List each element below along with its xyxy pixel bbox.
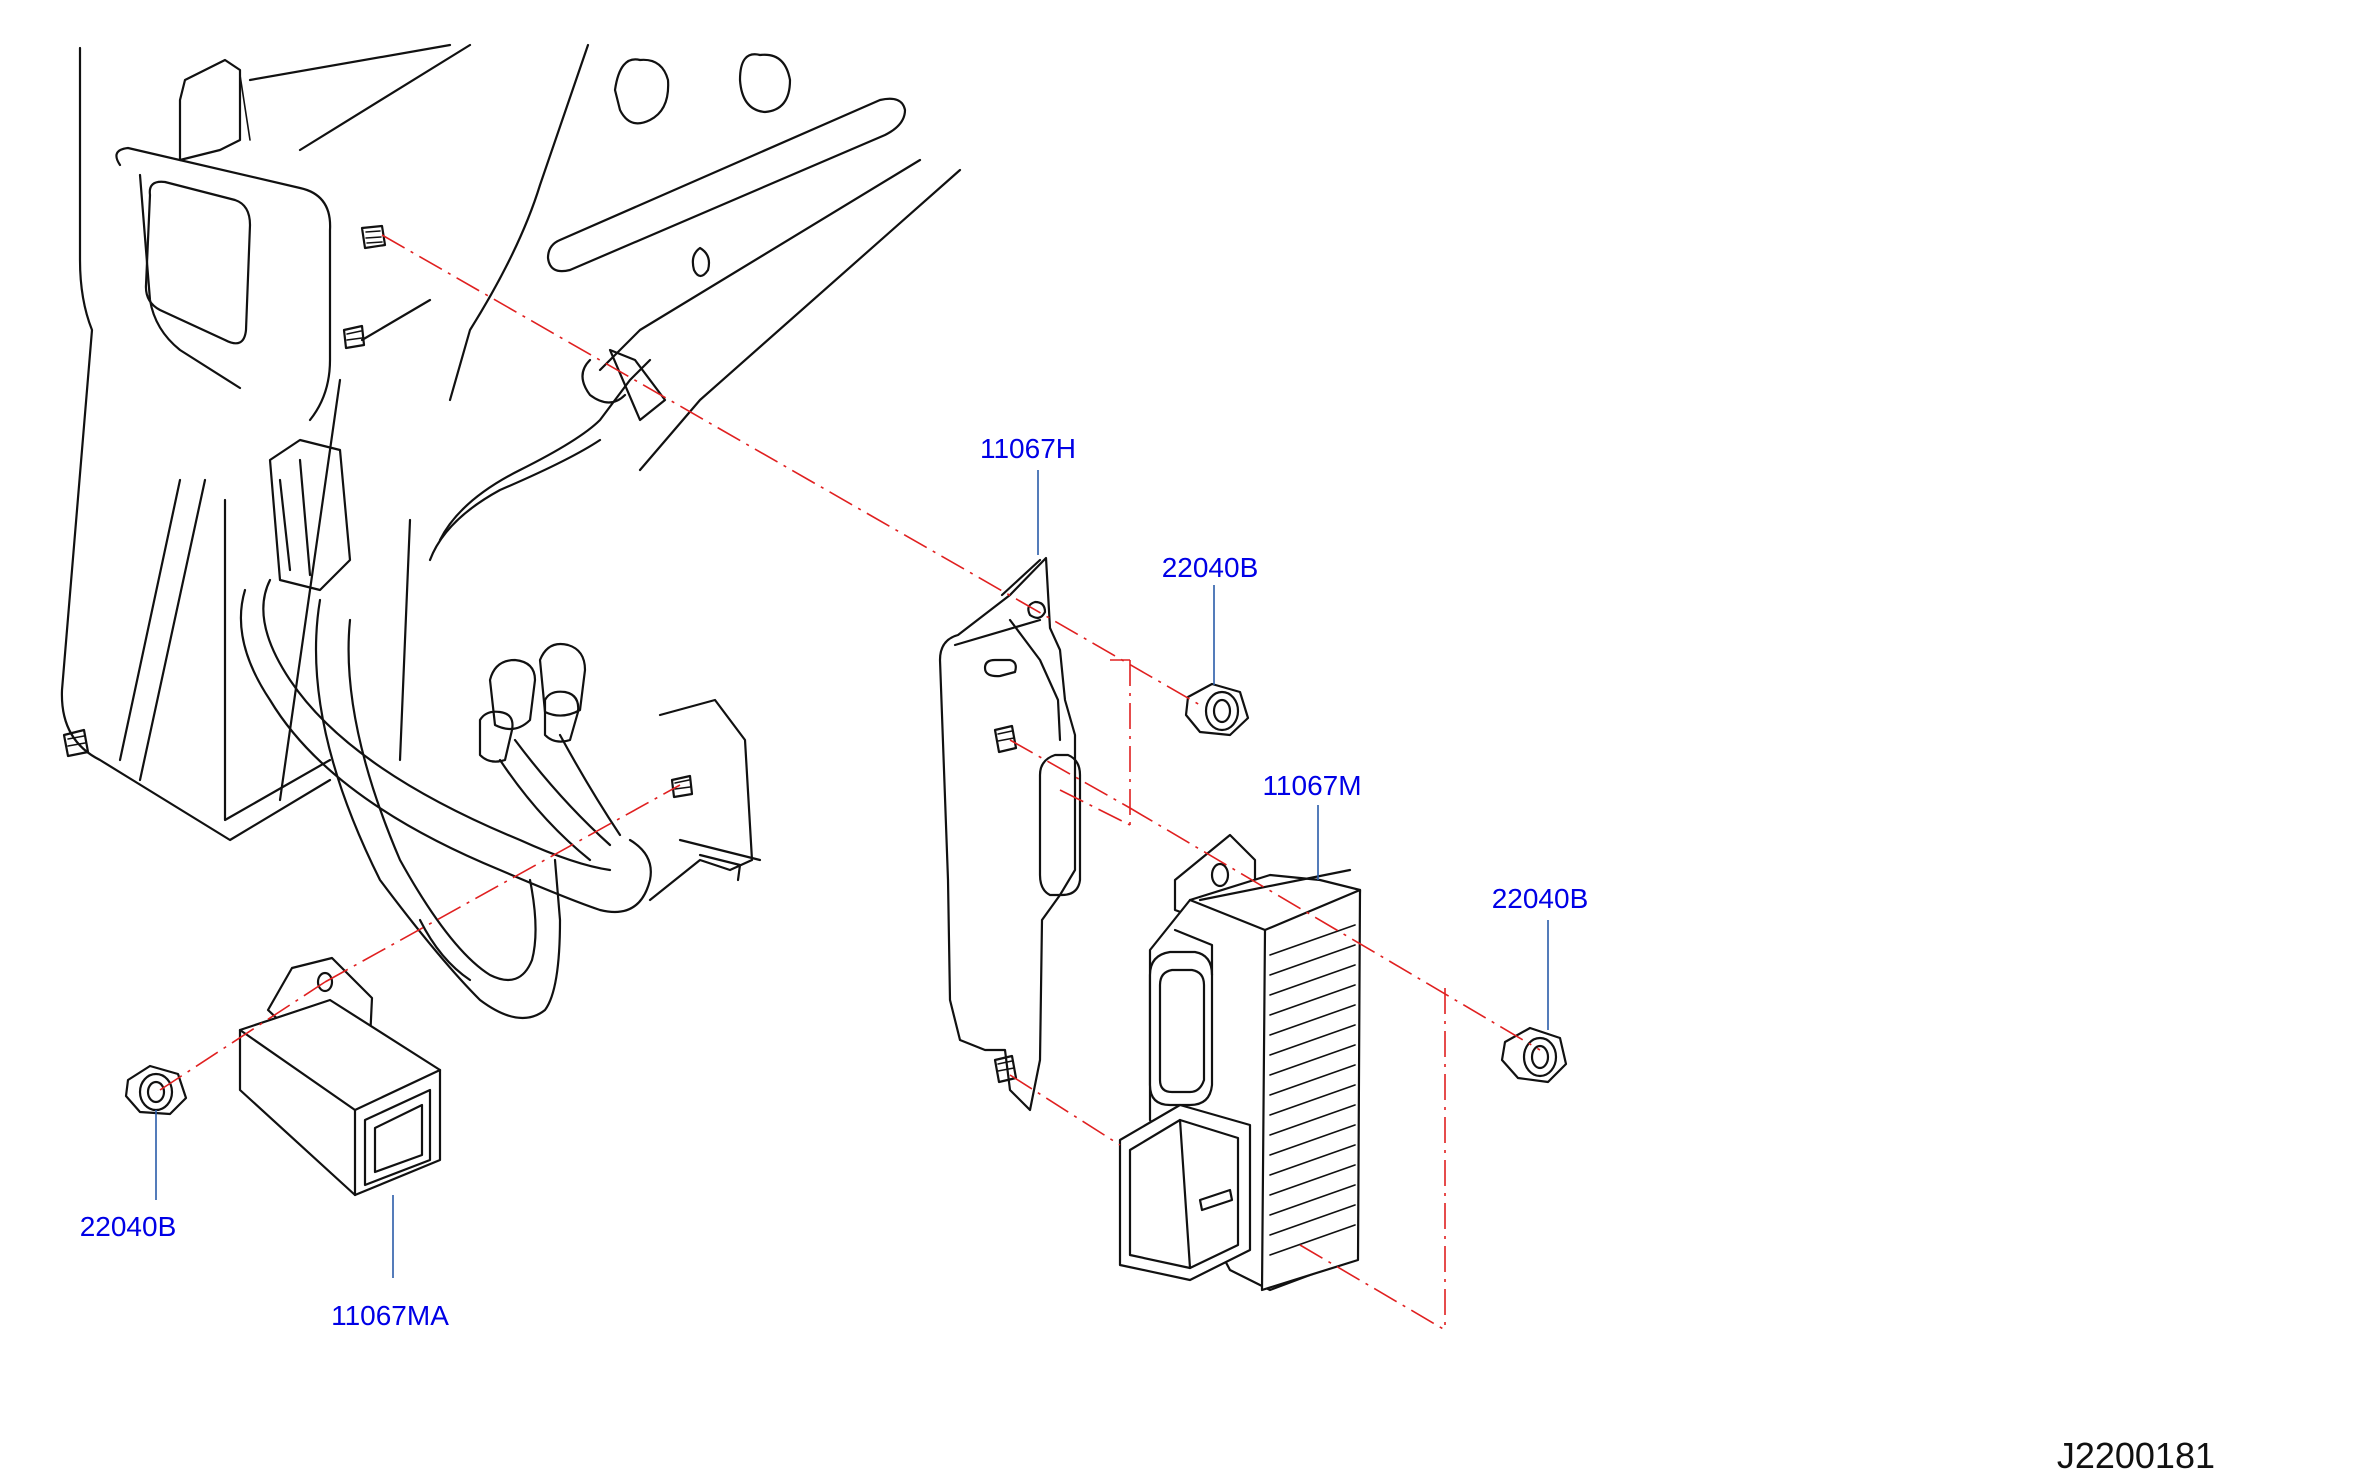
module-11067m — [1118, 833, 1362, 1292]
callout-module-small: 11067MA — [331, 1300, 449, 1331]
alignment-centerlines — [159, 234, 1541, 1331]
wire-harness — [239, 348, 762, 914]
callout-bracket: 11067H — [980, 433, 1076, 464]
nut-upper — [1184, 682, 1250, 737]
diagram-code: J2200181 — [2057, 1435, 2215, 1476]
callout-nut-upper: 22040B — [1162, 552, 1259, 583]
callout-labels: 11067H 22040B 11067M 22040B 22040B 11067… — [80, 433, 1589, 1331]
body-panel-structure — [60, 43, 962, 1020]
callout-module-main: 11067M — [1262, 770, 1361, 801]
callout-nut-right: 22040B — [1492, 883, 1589, 914]
module-11067ma — [238, 956, 442, 1197]
callout-nut-left: 22040B — [80, 1211, 177, 1242]
heatsink-fins — [1269, 924, 1356, 1256]
stud-upper-1 — [360, 224, 387, 250]
leader-lines — [155, 470, 1549, 1278]
stud-upper-2 — [342, 324, 366, 350]
stud-harness-bracket — [670, 774, 694, 799]
nut-right — [1500, 1026, 1568, 1084]
bracket-stud-upper — [993, 724, 1018, 754]
stud-lower-left — [62, 728, 90, 758]
bracket-11067h — [938, 556, 1082, 1112]
nut-left — [124, 1064, 188, 1116]
